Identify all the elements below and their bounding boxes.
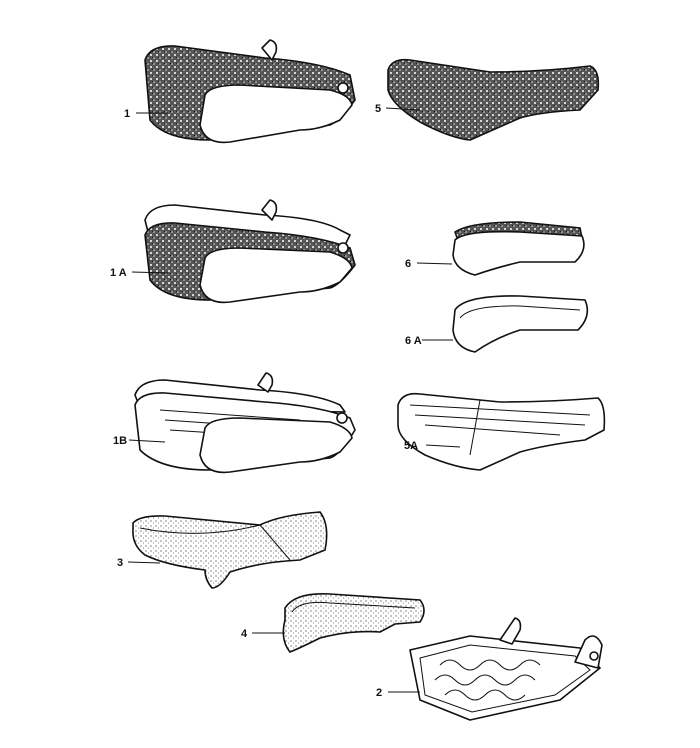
seat-cover-1 [144,39,356,144]
leader-line [416,262,453,265]
part-label-4: 4 [241,628,248,640]
part-label-5a: 5A [404,440,418,452]
leader-line [127,561,161,564]
seat-insert-5 [387,58,600,141]
part-label-3: 3 [117,557,123,569]
leader-line [385,107,421,111]
part-label-6: 6 [405,258,411,270]
part-label-1b: 1B [113,435,127,447]
side-bolster-6 [452,221,585,276]
part-label-6a: 6 A [405,335,422,347]
part-label-5: 5 [375,103,381,115]
leader-line [131,271,169,274]
part-label-2: 2 [376,687,382,699]
foam-bolster-4 [282,592,425,653]
seat-cover-1b [134,372,356,474]
part-label-1a: 1 A [110,267,127,279]
seat-insert-5a [397,392,606,471]
seat-cover-1a [144,199,356,304]
leader-line [425,444,461,448]
foam-pad-3 [132,511,328,589]
side-bolster-6a [452,295,589,353]
leader-line [128,439,166,443]
seat-frame-2 [409,617,603,721]
part-label-1: 1 [124,108,130,120]
